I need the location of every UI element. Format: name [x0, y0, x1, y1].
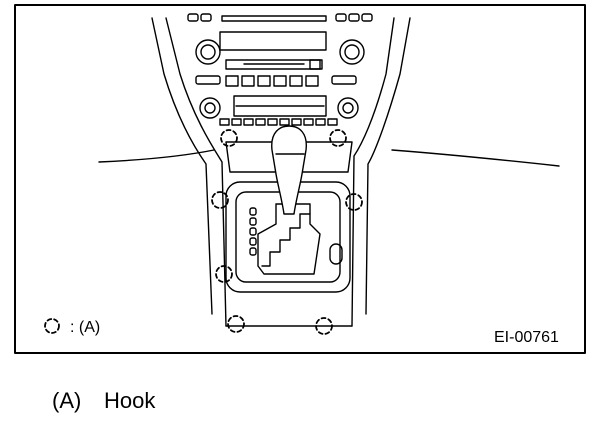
preset-button-row	[195, 75, 357, 87]
hook-marker-7	[315, 317, 333, 335]
caption-text: Hook	[104, 388, 156, 413]
console-outline	[151, 17, 411, 327]
figure-code: EI-00761	[494, 329, 559, 346]
storage-tray	[225, 141, 353, 173]
hook-marker-3	[211, 191, 229, 209]
top-vent-buttons	[187, 13, 373, 22]
hook-marker-4	[345, 193, 363, 211]
hook-marker-1	[220, 129, 238, 147]
legend-label: : (A)	[70, 319, 100, 336]
shift-lever	[271, 125, 307, 215]
hook-legend: : (A)	[44, 318, 100, 336]
hook-markers	[211, 129, 363, 335]
audio-unit-upper	[195, 31, 365, 70]
hook-marker-2	[329, 129, 347, 147]
dashed-hook-marker-icon	[44, 318, 60, 334]
console-diagram: : (A) EI-00761	[14, 4, 586, 354]
hook-marker-6	[227, 315, 245, 333]
caption: (A) Hook	[52, 388, 155, 414]
caption-tag: (A)	[52, 388, 82, 413]
figure-frame	[14, 4, 586, 354]
dashboard-line-left	[98, 149, 215, 163]
hook-marker-5	[215, 265, 233, 283]
climate-control-unit	[199, 95, 359, 126]
dashboard-line-right	[391, 149, 560, 167]
